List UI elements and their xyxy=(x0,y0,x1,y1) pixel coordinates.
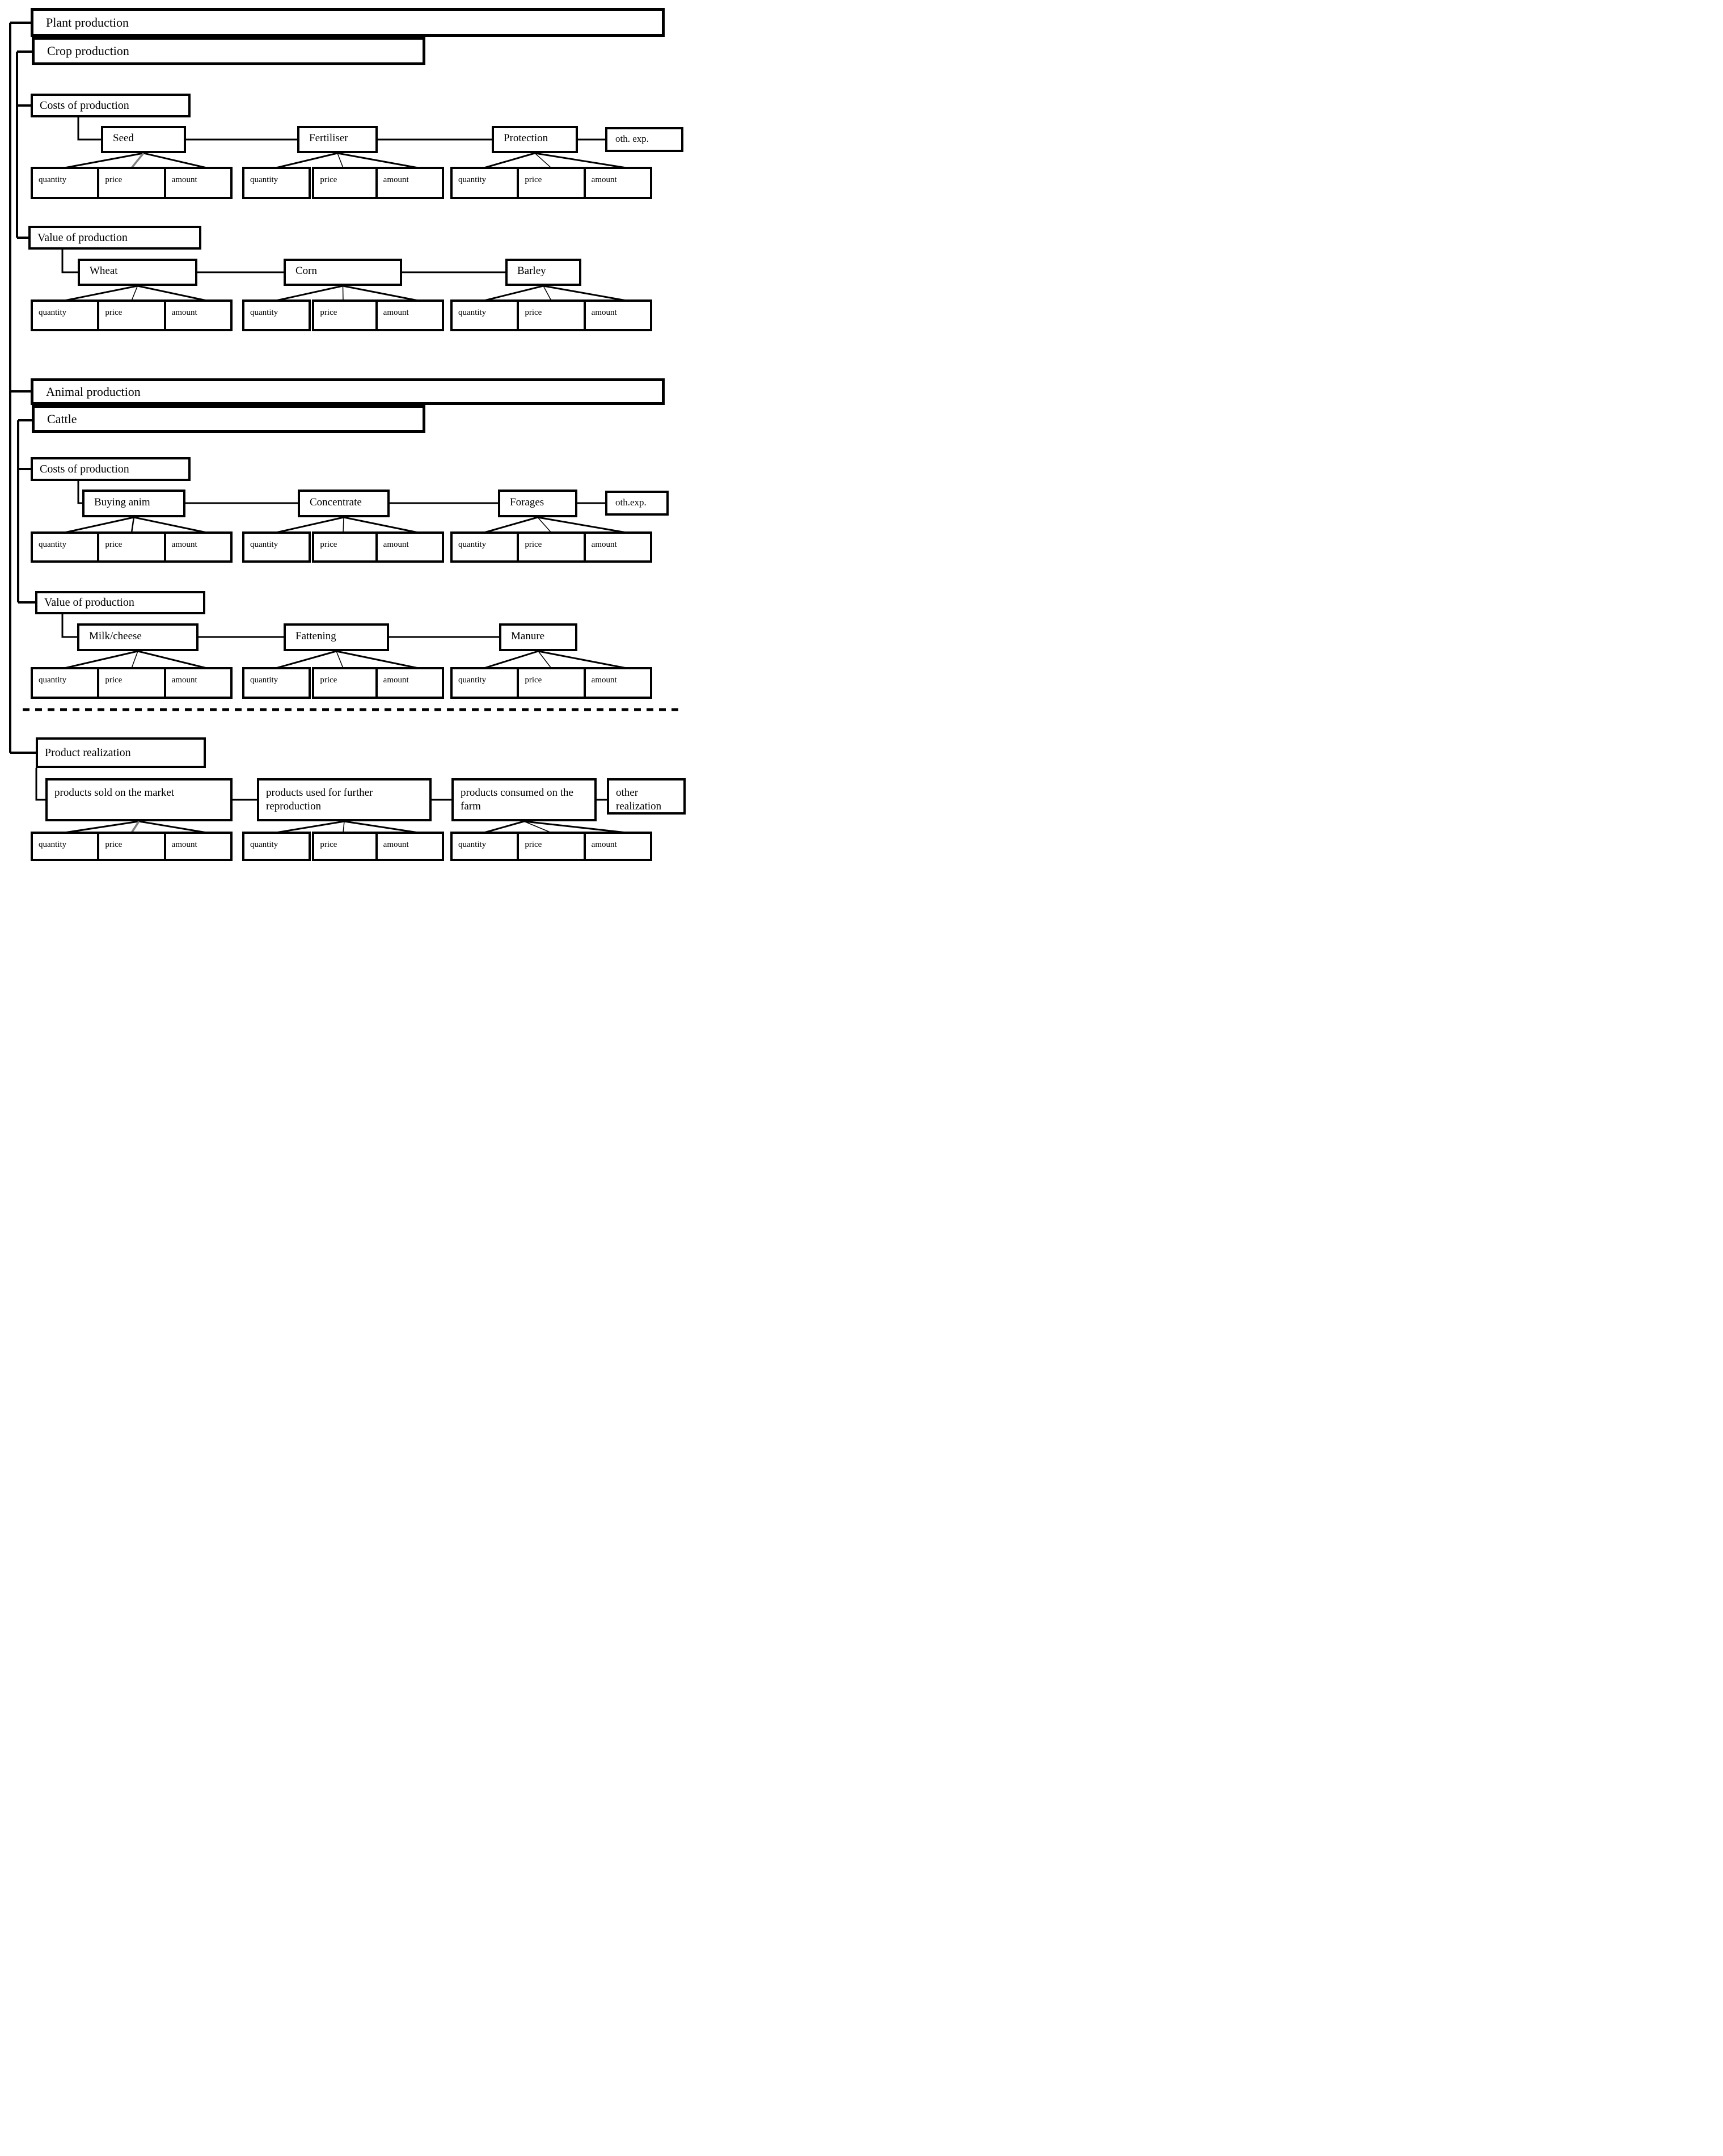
box-value-of-production-animal: Value of production xyxy=(35,591,205,614)
cells-manure-quantity: quantity xyxy=(450,667,520,699)
cells-fertiliser-quantity: quantity xyxy=(242,167,311,199)
cells-milk-cheese-quantity: quantity xyxy=(31,667,100,699)
box-manure: Manure xyxy=(499,623,577,651)
cells-corn-amount: amount xyxy=(375,299,444,331)
cells-protection-price: price xyxy=(517,167,586,199)
box-other-realization: other realization xyxy=(607,778,686,815)
cells-concentrate-amount: amount xyxy=(375,531,444,563)
cells-manure-amount: amount xyxy=(583,667,652,699)
box-milk-cheese: Milk/cheese xyxy=(77,623,199,651)
cells-fertiliser-price: price xyxy=(312,167,378,199)
cells-fertiliser-amount: amount xyxy=(375,167,444,199)
cells-milk-cheese-price: price xyxy=(97,667,166,699)
box-costs-of-production-crop: Costs of production xyxy=(31,94,191,117)
cells-products-consumed-price: price xyxy=(517,832,586,861)
cells-seed-quantity: quantity xyxy=(31,167,100,199)
box-products-consumed-on-farm: products consumed on the farm xyxy=(451,778,597,821)
cells-forages-amount: amount xyxy=(583,531,652,563)
cells-buying-anim-amount: amount xyxy=(163,531,233,563)
cells-products-sold-quantity: quantity xyxy=(31,832,100,861)
cells-fattening-price: price xyxy=(312,667,378,699)
cells-seed-amount: amount xyxy=(163,167,233,199)
connector-lines xyxy=(9,22,678,834)
box-value-of-production-crop: Value of production xyxy=(28,226,201,250)
box-buying-anim: Buying anim xyxy=(82,490,185,517)
bar-plant-production: Plant production xyxy=(31,8,665,37)
cells-corn-quantity: quantity xyxy=(242,299,311,331)
cells-barley-price: price xyxy=(517,299,586,331)
cells-barley-amount: amount xyxy=(583,299,652,331)
cells-wheat-amount: amount xyxy=(163,299,233,331)
cells-concentrate-quantity: quantity xyxy=(242,531,311,563)
box-fattening: Fattening xyxy=(284,623,389,651)
box-protection: Protection xyxy=(492,126,578,153)
cells-fattening-quantity: quantity xyxy=(242,667,311,699)
box-forages: Forages xyxy=(498,490,577,517)
box-products-sold-on-market: products sold on the market xyxy=(45,778,233,821)
cells-milk-cheese-amount: amount xyxy=(163,667,233,699)
cells-protection-amount: amount xyxy=(583,167,652,199)
box-wheat: Wheat xyxy=(78,259,197,286)
box-concentrate: Concentrate xyxy=(298,490,390,517)
box-other-expenses-animal: oth.exp. xyxy=(605,491,669,516)
box-corn: Corn xyxy=(284,259,402,286)
box-other-expenses-crop: oth. exp. xyxy=(605,127,683,152)
cells-protection-quantity: quantity xyxy=(450,167,520,199)
box-fertiliser: Fertiliser xyxy=(297,126,378,153)
cells-products-sold-amount: amount xyxy=(163,832,233,861)
cells-products-used-price: price xyxy=(312,832,378,861)
box-products-used-for-reproduction: products used for further reproduction xyxy=(257,778,432,821)
bar-animal-production: Animal production xyxy=(31,378,665,405)
bar-cattle: Cattle xyxy=(32,405,425,433)
cells-forages-quantity: quantity xyxy=(450,531,520,563)
cells-products-used-amount: amount xyxy=(375,832,444,861)
bar-crop-production: Crop production xyxy=(32,37,425,65)
box-seed: Seed xyxy=(101,126,186,153)
cells-products-consumed-quantity: quantity xyxy=(450,832,520,861)
cells-corn-price: price xyxy=(312,299,378,331)
box-barley: Barley xyxy=(505,259,581,286)
box-product-realization: Product realization xyxy=(36,737,206,768)
box-costs-of-production-animal: Costs of production xyxy=(31,457,191,481)
cells-barley-quantity: quantity xyxy=(450,299,520,331)
cells-forages-price: price xyxy=(517,531,586,563)
cells-products-sold-price: price xyxy=(97,832,166,861)
cells-fattening-amount: amount xyxy=(375,667,444,699)
cells-buying-anim-price: price xyxy=(97,531,166,563)
cells-concentrate-price: price xyxy=(312,531,378,563)
cells-seed-price: price xyxy=(97,167,166,199)
cells-buying-anim-quantity: quantity xyxy=(31,531,100,563)
cells-products-consumed-amount: amount xyxy=(583,832,652,861)
cells-manure-price: price xyxy=(517,667,586,699)
cells-products-used-quantity: quantity xyxy=(242,832,311,861)
cells-wheat-quantity: quantity xyxy=(31,299,100,331)
cells-wheat-price: price xyxy=(97,299,166,331)
